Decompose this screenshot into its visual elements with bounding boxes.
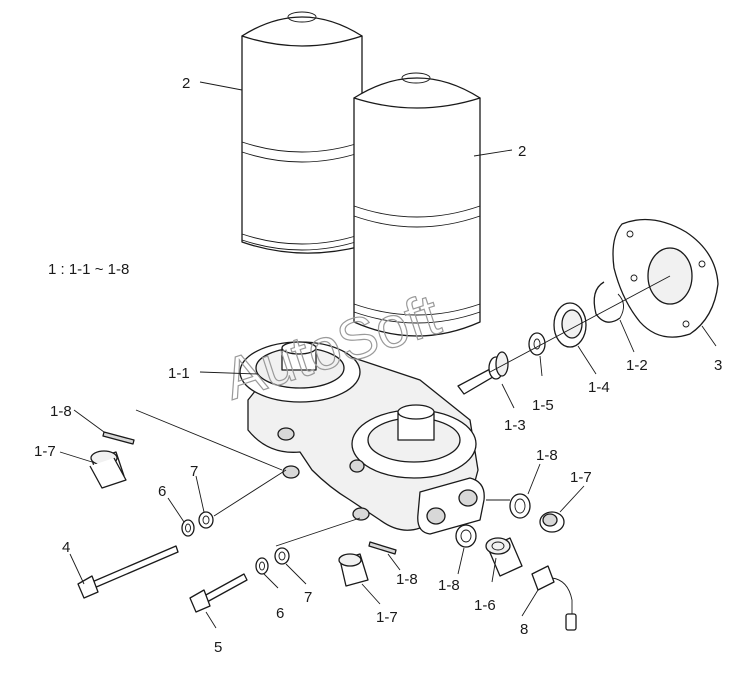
snap-ring-1-2 — [593, 281, 624, 323]
callout-washer-lower-6: 6 — [276, 605, 284, 622]
callout-bolt-short: 5 — [214, 639, 222, 656]
sender-8 — [531, 565, 577, 631]
bolt-long-4 — [77, 545, 179, 599]
washer-lower-6 — [255, 557, 269, 575]
callout-bolt-long: 4 — [62, 539, 70, 556]
washer-lower-7 — [274, 547, 290, 565]
callout-head: 1-1 — [168, 365, 190, 382]
plug-right — [539, 511, 565, 533]
callout-washer-upper-6: 6 — [158, 483, 166, 500]
callout-seal: 1-4 — [588, 379, 610, 396]
plug-bottom-mid — [338, 553, 369, 587]
plug-top-left — [89, 450, 127, 489]
callout-oring-bottom-mid: 1-8 — [396, 571, 418, 588]
oring-bottom-right — [455, 524, 477, 548]
center-bolt — [457, 351, 509, 395]
leader-lower-axis — [275, 517, 361, 547]
oring-bottom-mid — [368, 541, 397, 555]
assembly-axis — [489, 275, 671, 373]
legend-text: 1 : 1-1 ~ 1-8 — [48, 261, 129, 278]
filter-element-left — [241, 11, 363, 254]
callout-center-bolt: 1-3 — [504, 417, 526, 434]
filter-head-body — [239, 341, 485, 535]
callout-snap-ring: 1-2 — [626, 357, 648, 374]
callout-washer-upper-7: 7 — [190, 463, 198, 480]
callout-gasket: 3 — [714, 357, 722, 374]
callout-plug-top-left: 1-7 — [34, 443, 56, 460]
sensor-plug-1-6 — [485, 537, 523, 577]
bolt-short-5 — [189, 573, 248, 613]
callout-filter-right: 2 — [518, 143, 526, 160]
washer-upper-7 — [198, 511, 214, 529]
callout-oring-top-left: 1-8 — [50, 403, 72, 420]
leader-oring-top-left — [135, 409, 283, 471]
washer-upper-6 — [181, 519, 195, 537]
callout-oring-right: 1-8 — [536, 447, 558, 464]
callout-washer-1-5: 1-5 — [532, 397, 554, 414]
oring-top-left — [102, 431, 135, 445]
oring-right — [509, 493, 531, 519]
callout-sender: 8 — [520, 621, 528, 638]
callout-plug-bottom-mid: 1-7 — [376, 609, 398, 626]
seal-1-4 — [553, 302, 587, 348]
leader-upper-washers — [213, 469, 287, 517]
callout-oring-bottom-right: 1-8 — [438, 577, 460, 594]
callout-plug-right: 1-7 — [570, 469, 592, 486]
callout-filter-left: 2 — [182, 75, 190, 92]
callout-sensor-plug: 1-6 — [474, 597, 496, 614]
callout-washer-lower-7: 7 — [304, 589, 312, 606]
filter-element-right — [353, 72, 481, 337]
